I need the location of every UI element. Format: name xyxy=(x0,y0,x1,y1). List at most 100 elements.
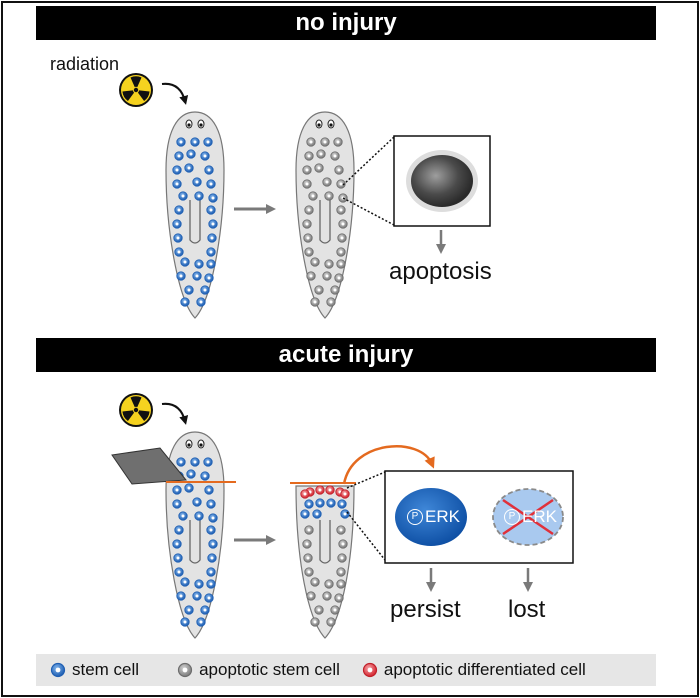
cell-nucleus xyxy=(339,582,343,586)
cell-nucleus xyxy=(203,474,207,478)
cell-nucleus xyxy=(323,140,327,144)
cell-nucleus xyxy=(327,582,331,586)
cell-nucleus xyxy=(175,182,179,186)
radiation-icon xyxy=(119,73,153,107)
cell-nucleus xyxy=(187,166,191,170)
worm-bottom-left xyxy=(165,431,225,639)
cell-nucleus xyxy=(197,582,201,586)
worm-bottom-right xyxy=(295,485,355,639)
cell-nucleus xyxy=(181,514,185,518)
cell-nucleus xyxy=(175,488,179,492)
cell-nucleus xyxy=(340,236,344,240)
cell-nucleus xyxy=(177,208,181,212)
cell-nucleus xyxy=(197,514,201,518)
erk-signal-arrow xyxy=(342,444,435,485)
cell-nucleus xyxy=(327,194,331,198)
blade-icon xyxy=(111,447,187,485)
cell-nucleus xyxy=(340,556,344,560)
cell-nucleus xyxy=(179,140,183,144)
cell-nucleus xyxy=(179,274,183,278)
legend-label: apoptotic differentiated cell xyxy=(383,660,586,679)
apoptotic-differentiated-cell-dot-icon xyxy=(362,662,377,678)
cell-nucleus xyxy=(181,194,185,198)
cell-nucleus xyxy=(341,542,345,546)
cell-nucleus xyxy=(179,594,183,598)
legend: stem cell apoptotic stem cell apoptotic … xyxy=(36,654,656,686)
cell-nucleus xyxy=(195,274,199,278)
cell-nucleus xyxy=(337,596,341,600)
cell-nucleus xyxy=(337,168,341,172)
cell-nucleus xyxy=(203,608,207,612)
cell-nucleus xyxy=(177,528,181,532)
cell-nucleus xyxy=(311,194,315,198)
cell-nucleus xyxy=(303,492,307,496)
cell-nucleus xyxy=(333,608,337,612)
cell-nucleus xyxy=(195,180,199,184)
cell-nucleus xyxy=(305,182,309,186)
cell-nucleus xyxy=(325,594,329,598)
cell-nucleus xyxy=(175,502,179,506)
radiation-icon xyxy=(119,393,153,427)
cell-nucleus xyxy=(209,570,213,574)
cell-nucleus xyxy=(189,472,193,476)
cell-nucleus xyxy=(183,580,187,584)
cell-nucleus xyxy=(328,488,332,492)
cell-nucleus xyxy=(175,542,179,546)
cell-nucleus xyxy=(199,620,203,624)
cell-nucleus xyxy=(211,222,215,226)
section-title-no-injury: no injury xyxy=(36,6,656,40)
worm-top-left xyxy=(165,111,225,319)
legend-item-stem-cell: stem cell xyxy=(50,660,139,680)
cell-nucleus xyxy=(175,222,179,226)
phospho-icon: P xyxy=(407,509,423,525)
perk-lost-label: P ERK xyxy=(504,507,557,527)
cell-nucleus xyxy=(309,594,313,598)
cell-nucleus xyxy=(187,486,191,490)
section-title-acute-injury: acute injury xyxy=(36,338,656,372)
cell-nucleus xyxy=(175,168,179,172)
zoom-line-top-2 xyxy=(342,197,395,226)
cell-nucleus xyxy=(209,182,213,186)
cell-nucleus xyxy=(210,236,214,240)
cell-nucleus xyxy=(318,501,322,505)
legend-label: stem cell xyxy=(72,660,140,679)
zoom-line-bottom-1 xyxy=(346,471,386,489)
cell-nucleus xyxy=(197,262,201,266)
cell-nucleus xyxy=(339,262,343,266)
cell-nucleus xyxy=(210,556,214,560)
cell-nucleus xyxy=(177,570,181,574)
cell-nucleus xyxy=(177,154,181,158)
cell-nucleus xyxy=(203,288,207,292)
legend-label: apoptotic stem cell xyxy=(199,660,340,679)
cell-nucleus xyxy=(305,542,309,546)
cell-nucleus xyxy=(325,180,329,184)
cell-nucleus xyxy=(195,500,199,504)
cell-nucleus xyxy=(203,154,207,158)
cell-nucleus xyxy=(317,288,321,292)
cell-nucleus xyxy=(307,502,311,506)
cell-nucleus xyxy=(339,250,343,254)
cell-nucleus xyxy=(207,596,211,600)
cell-nucleus xyxy=(176,236,180,240)
cell-nucleus xyxy=(307,570,311,574)
cell-nucleus xyxy=(339,528,343,532)
cell-nucleus xyxy=(303,512,307,516)
cell-nucleus xyxy=(187,608,191,612)
cell-nucleus xyxy=(317,608,321,612)
persist-label: persist xyxy=(390,596,461,623)
legend-item-apoptotic-differentiated-cell: apoptotic differentiated cell xyxy=(362,660,586,680)
cell-nucleus xyxy=(337,276,341,280)
cell-nucleus xyxy=(341,222,345,226)
cell-nucleus xyxy=(317,166,321,170)
cell-nucleus xyxy=(209,502,213,506)
cell-nucleus xyxy=(333,288,337,292)
cell-nucleus xyxy=(325,274,329,278)
cell-nucleus xyxy=(319,152,323,156)
radiation-arrow-bottom xyxy=(161,402,189,425)
legend-item-apoptotic-stem-cell: apoptotic stem cell xyxy=(177,660,340,680)
cell-nucleus xyxy=(193,140,197,144)
cell-nucleus xyxy=(193,460,197,464)
cell-nucleus xyxy=(207,168,211,172)
cell-nucleus xyxy=(340,502,344,506)
